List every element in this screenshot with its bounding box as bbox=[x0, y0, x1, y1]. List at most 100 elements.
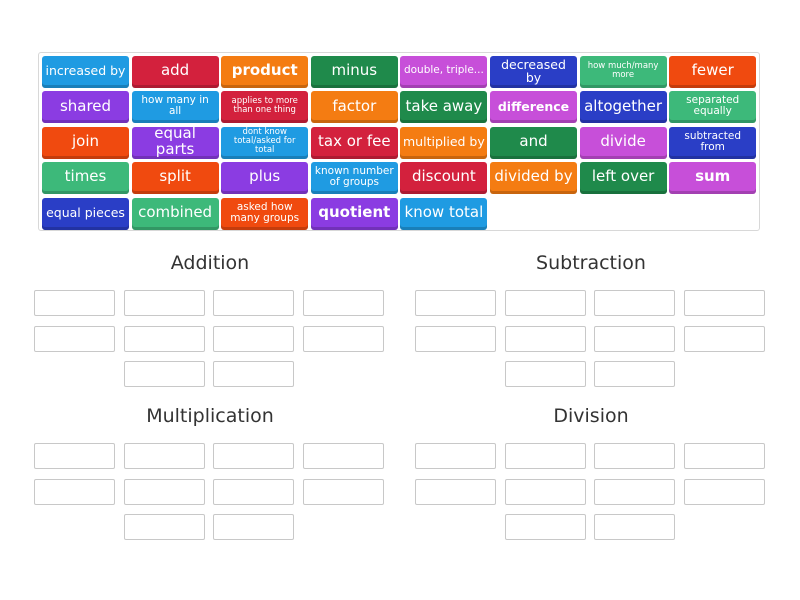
word-tile-label: and bbox=[519, 131, 548, 150]
word-tile-label: multiplied by bbox=[403, 134, 485, 150]
drop-slot[interactable] bbox=[213, 325, 295, 352]
drop-slot[interactable] bbox=[504, 478, 586, 505]
drop-slot[interactable] bbox=[684, 290, 766, 316]
word-tile[interactable]: double, triple... bbox=[400, 56, 488, 88]
drop-slot[interactable] bbox=[594, 290, 676, 316]
drop-slot[interactable] bbox=[415, 325, 496, 352]
word-tile-label: divided by bbox=[494, 167, 573, 186]
drop-slot[interactable] bbox=[415, 443, 496, 469]
word-tile[interactable]: shared bbox=[42, 91, 129, 124]
word-tile[interactable]: how much/many more bbox=[579, 56, 667, 88]
drop-slot[interactable] bbox=[415, 478, 496, 505]
word-tile[interactable]: divided by bbox=[490, 162, 577, 195]
drop-slot[interactable] bbox=[504, 361, 586, 387]
word-tile[interactable]: decreased by bbox=[490, 56, 577, 88]
drop-slot[interactable] bbox=[213, 290, 295, 316]
drop-slot[interactable] bbox=[34, 325, 115, 352]
drop-slot[interactable] bbox=[34, 478, 115, 505]
drop-slot[interactable] bbox=[504, 443, 586, 469]
word-tile[interactable]: take away bbox=[400, 91, 488, 124]
word-tile[interactable]: join bbox=[42, 126, 129, 159]
word-tile-label: equal pieces bbox=[46, 205, 125, 221]
word-tile-label: product bbox=[231, 61, 298, 80]
word-tile-label: difference bbox=[497, 98, 570, 114]
drop-slot[interactable] bbox=[213, 361, 295, 387]
word-tile-label: shared bbox=[59, 96, 112, 115]
word-tile-label: how much/many more bbox=[587, 61, 659, 80]
drop-slot[interactable] bbox=[594, 361, 676, 387]
drop-slot[interactable] bbox=[213, 514, 295, 540]
word-tile[interactable]: known number of groups bbox=[310, 162, 398, 195]
drop-slot[interactable] bbox=[594, 514, 676, 540]
word-tile[interactable]: separated equally bbox=[669, 91, 757, 124]
word-tile[interactable]: equal parts bbox=[131, 124, 219, 159]
drop-slot[interactable] bbox=[123, 325, 205, 352]
drop-slot[interactable] bbox=[34, 443, 115, 469]
group-title-multiplication: Multiplication bbox=[146, 405, 274, 427]
drop-slot[interactable] bbox=[303, 443, 385, 469]
word-tile[interactable]: product bbox=[221, 56, 309, 88]
word-tile[interactable]: plus bbox=[221, 162, 309, 195]
drop-slot[interactable] bbox=[123, 514, 205, 540]
word-tile[interactable]: tax or fee bbox=[310, 126, 398, 159]
word-tile[interactable]: multiplied by bbox=[400, 126, 488, 159]
drop-slot[interactable] bbox=[303, 325, 385, 352]
drop-slot[interactable] bbox=[415, 290, 496, 316]
word-tile[interactable]: discount bbox=[400, 162, 488, 195]
word-tile[interactable]: equal pieces bbox=[42, 197, 129, 230]
word-tile[interactable]: split bbox=[131, 162, 219, 195]
word-tile[interactable]: quotient bbox=[310, 197, 398, 230]
drop-slot[interactable] bbox=[504, 514, 586, 540]
word-tile[interactable]: difference bbox=[490, 91, 577, 124]
word-tile-label: join bbox=[71, 131, 100, 150]
word-tile-label: decreased by bbox=[501, 56, 566, 85]
word-tile[interactable]: sum bbox=[669, 162, 757, 195]
word-tile-label: discount bbox=[411, 167, 476, 186]
drop-slot[interactable] bbox=[123, 361, 205, 387]
word-tile[interactable]: add bbox=[131, 56, 219, 88]
drop-slot[interactable] bbox=[303, 478, 385, 505]
word-tile-label: dont know total/asked for total bbox=[233, 127, 296, 156]
drop-slot[interactable] bbox=[34, 290, 115, 316]
drop-slot[interactable] bbox=[303, 290, 385, 316]
drop-slot[interactable] bbox=[213, 443, 295, 469]
word-tile[interactable]: increased by bbox=[42, 56, 129, 88]
word-tile-label: add bbox=[160, 61, 190, 80]
word-tile[interactable]: factor bbox=[310, 91, 398, 124]
word-tile-label: equal parts bbox=[154, 124, 196, 158]
drop-slot[interactable] bbox=[213, 478, 295, 505]
word-tile[interactable]: how many in all bbox=[131, 91, 219, 124]
word-tile[interactable]: applies to more than one thing bbox=[221, 91, 309, 124]
word-tile-label: divide bbox=[600, 131, 646, 150]
word-tile[interactable]: know total bbox=[400, 197, 488, 230]
word-tile-label: tax or fee bbox=[318, 131, 391, 150]
drop-slot[interactable] bbox=[684, 325, 766, 352]
word-tile[interactable]: subtracted from bbox=[669, 126, 757, 159]
word-tile-label: combined bbox=[138, 202, 213, 221]
group-title-subtraction: Subtraction bbox=[536, 252, 646, 274]
drop-slot[interactable] bbox=[594, 478, 676, 505]
word-tile[interactable]: fewer bbox=[669, 56, 757, 88]
drop-slot[interactable] bbox=[123, 443, 205, 469]
word-tile[interactable]: combined bbox=[131, 197, 219, 230]
drop-slot[interactable] bbox=[594, 325, 676, 352]
word-tile[interactable]: asked how many groups bbox=[221, 197, 309, 230]
word-tile[interactable]: divide bbox=[579, 126, 667, 159]
drop-slot[interactable] bbox=[123, 290, 205, 316]
word-tile[interactable]: and bbox=[490, 126, 577, 159]
drop-slot[interactable] bbox=[504, 290, 586, 316]
drop-slot[interactable] bbox=[594, 443, 676, 469]
word-tile[interactable]: times bbox=[42, 162, 129, 195]
word-tile-label: known number of groups bbox=[314, 165, 394, 189]
drop-slot[interactable] bbox=[504, 325, 586, 352]
drop-slot[interactable] bbox=[684, 443, 766, 469]
word-tile[interactable]: minus bbox=[310, 56, 398, 88]
word-tile-label: know total bbox=[404, 202, 484, 221]
word-tile[interactable]: left over bbox=[579, 162, 667, 195]
word-tile-label: fewer bbox=[691, 61, 734, 80]
drop-slot[interactable] bbox=[684, 478, 766, 505]
word-tile[interactable]: dont know total/asked for total bbox=[221, 126, 309, 159]
word-tile[interactable]: altogether bbox=[579, 91, 667, 124]
drop-slot[interactable] bbox=[123, 478, 205, 505]
word-tile-label: how many in all bbox=[141, 94, 209, 118]
